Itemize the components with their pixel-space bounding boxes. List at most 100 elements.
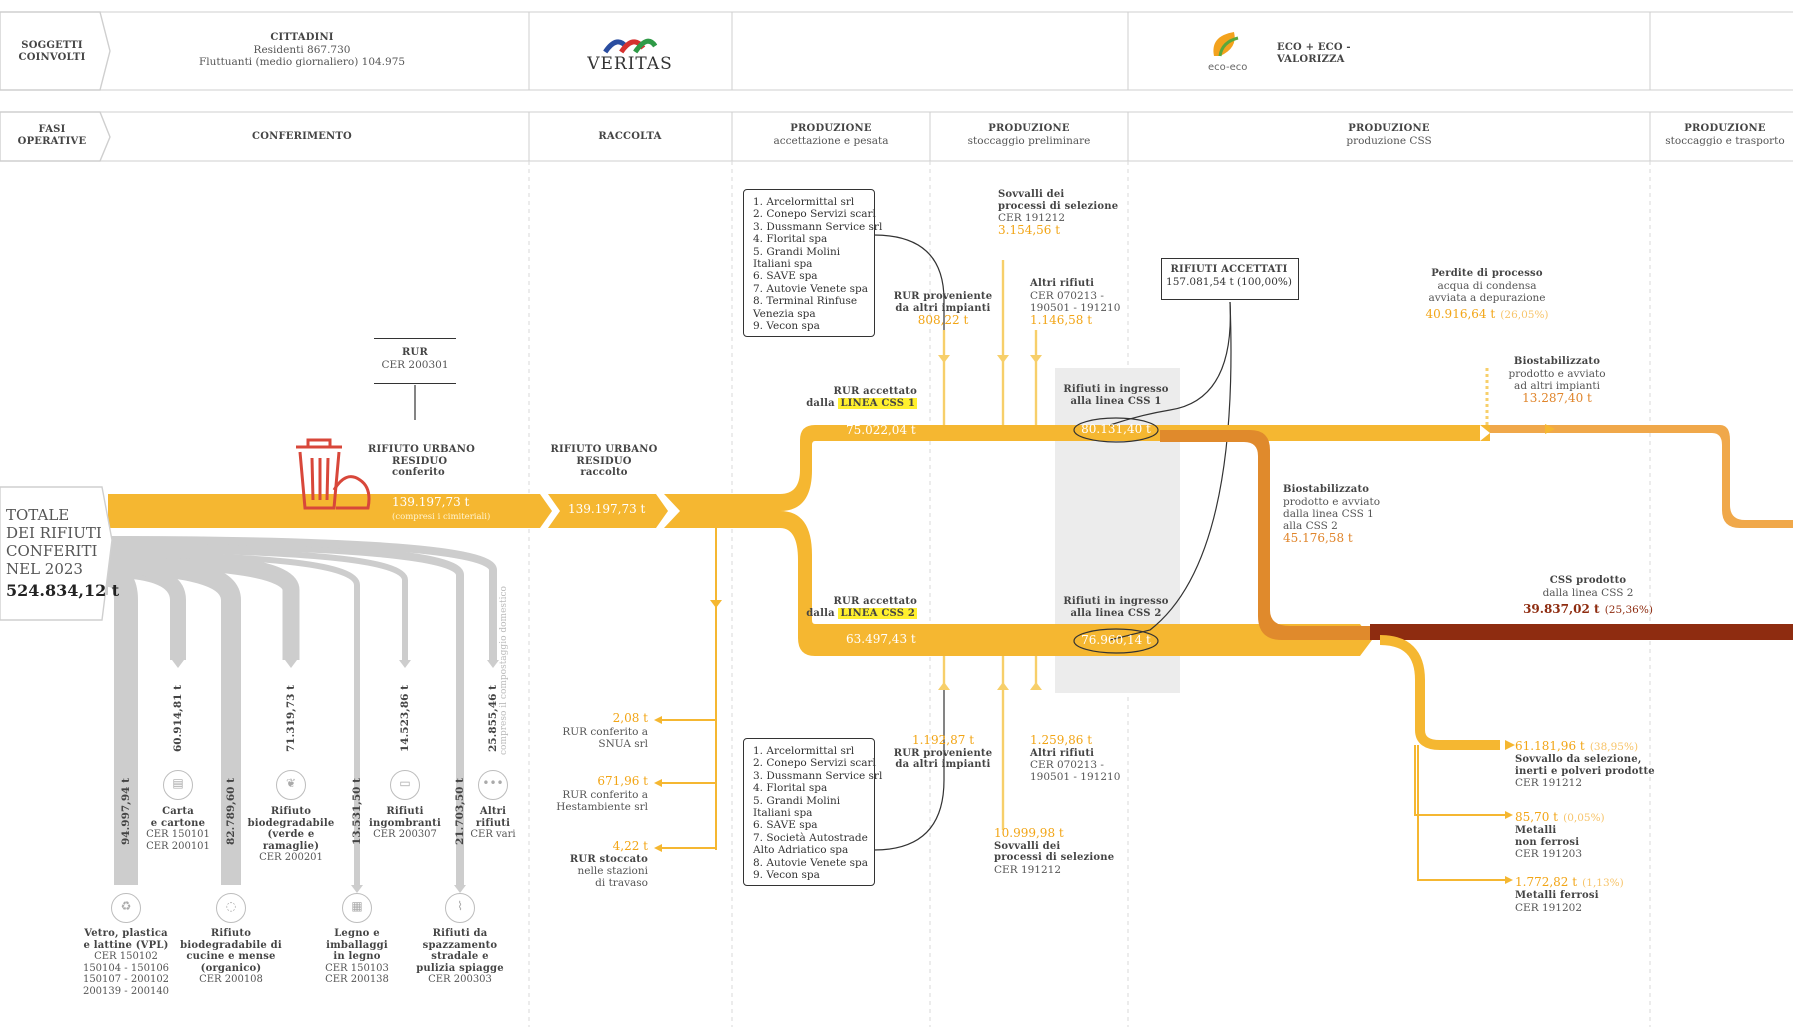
conferito-label: RIFIUTO URBANO RESIDUO conferito: [368, 444, 476, 478]
supplier-item: Italiani spa: [753, 807, 813, 820]
supplier-item: 4. Florital spa: [753, 233, 828, 246]
css2-accettato-label: RUR accettato dalla LINEA CSS 2: [806, 596, 917, 619]
leaf-icon: ❦: [276, 770, 306, 800]
raccolto-value: 139.197,73 t: [568, 502, 646, 516]
output-sovvallo: 61.181,96 t (38,95%) Sovvallo da selezio…: [1515, 739, 1655, 790]
cittadini-block: CITTADINI Residenti 867.730 Fluttuanti (…: [199, 32, 405, 68]
css2-accettato-value: 63.497,43 t: [846, 632, 916, 646]
supplier-item: 6. SAVE spa: [753, 270, 818, 283]
cittadini-title: CITTADINI: [270, 32, 334, 43]
output-metalli-ferrosi: 1.772,82 t (1,13%) Metalli ferrosi CER 1…: [1515, 875, 1624, 914]
fraction-value: 21.703,50 t: [454, 778, 466, 845]
totale-value: 524.834,12 t: [6, 581, 120, 600]
css1-accettato-label: RUR accettato dalla LINEA CSS 1: [806, 386, 917, 409]
accettati-box: [1161, 258, 1299, 300]
veritas-logo: VERITAS: [587, 34, 673, 75]
supplier-item: 7. Autovie Venete spa: [753, 282, 869, 295]
supplier-item: 3. Dussmann Service srl: [753, 769, 883, 782]
food-waste-icon: ◌: [216, 893, 246, 923]
supplier-item: 8. Autovie Venete spa: [753, 856, 869, 869]
fraction-value: 82.789,60 t: [225, 778, 237, 845]
conferito-note: (compresi i cimiteriali): [392, 512, 491, 522]
supplier-item: Venezia spa: [753, 307, 816, 320]
fraction-value: 14.523,86 t: [399, 685, 411, 752]
supplier-item: 8. Terminal Rinfuse: [753, 295, 858, 308]
css2-line-highlight: LINEA CSS 2: [838, 607, 917, 619]
fraction-value: 60.914,81 t: [172, 685, 184, 752]
conferito-value: 139.197,73 t: [392, 495, 470, 509]
supplier-item: 1. Arcelormittal srl: [753, 745, 855, 757]
paper-icon: ▤: [163, 770, 193, 800]
css2-ingresso-value: 76.960,14 t: [1081, 633, 1151, 647]
supplier-item: 3. Dussmann Service srl: [753, 220, 883, 233]
supplier-item: 4. Florital spa: [753, 782, 828, 795]
veritas-waves-icon: [602, 38, 658, 54]
recycle-icon: ♻: [111, 893, 141, 923]
fraction-value: 13.531,50 t: [351, 778, 363, 845]
fraction-value: 25.855,46 t: [487, 685, 499, 752]
cittadini-residenti: Residenti 867.730: [253, 43, 351, 56]
supplier-item: 9. Vecon spa: [753, 869, 820, 882]
css1-line-highlight: LINEA CSS 1: [838, 397, 917, 409]
phase-conferimento: CONFERIMENTO: [252, 131, 352, 142]
eco-eco-logo: eco-eco: [1208, 28, 1247, 74]
supplier-item: 6. SAVE spa: [753, 819, 818, 832]
phase-raccolta: RACCOLTA: [598, 131, 662, 142]
dots-icon: •••: [478, 770, 508, 800]
supplier-item: 7. Società Autostrade: [753, 831, 868, 844]
cittadini-fluttuanti: Fluttuanti (medio giornaliero) 104.975: [198, 55, 406, 68]
css1-altri-rifiuti: Altri rifiuti CER 070213 -190501 - 19121…: [1030, 278, 1121, 327]
css2-altri-rifiuti: 1.259,86 t Altri rifiuti CER 070213 -190…: [1030, 733, 1121, 784]
supplier-item: 1. Arcelormittal srl: [753, 196, 855, 208]
fraction-value: 71.319,73 t: [285, 685, 297, 752]
wood-icon: ▦: [342, 893, 372, 923]
supplier-item: 2. Conepo Servizi scarl: [753, 208, 876, 221]
supplier-item: 9. Vecon spa: [753, 320, 820, 333]
trash-icon: [296, 438, 371, 510]
supplier-item: 2. Conepo Servizi scarl: [753, 757, 876, 770]
broom-icon: ⌇: [445, 893, 475, 923]
compostaggio-note: compreso il compostaggio domestico: [499, 586, 509, 755]
supplier-item: Italiani spa: [753, 258, 813, 271]
sofa-icon: ▭: [390, 770, 420, 800]
supplier-item: 5. Grandi Molini: [753, 794, 841, 807]
fraction-value: 94.997,94 t: [120, 778, 132, 845]
supplier-item: 5. Grandi Molini: [753, 245, 841, 258]
rur-box: [374, 338, 456, 384]
